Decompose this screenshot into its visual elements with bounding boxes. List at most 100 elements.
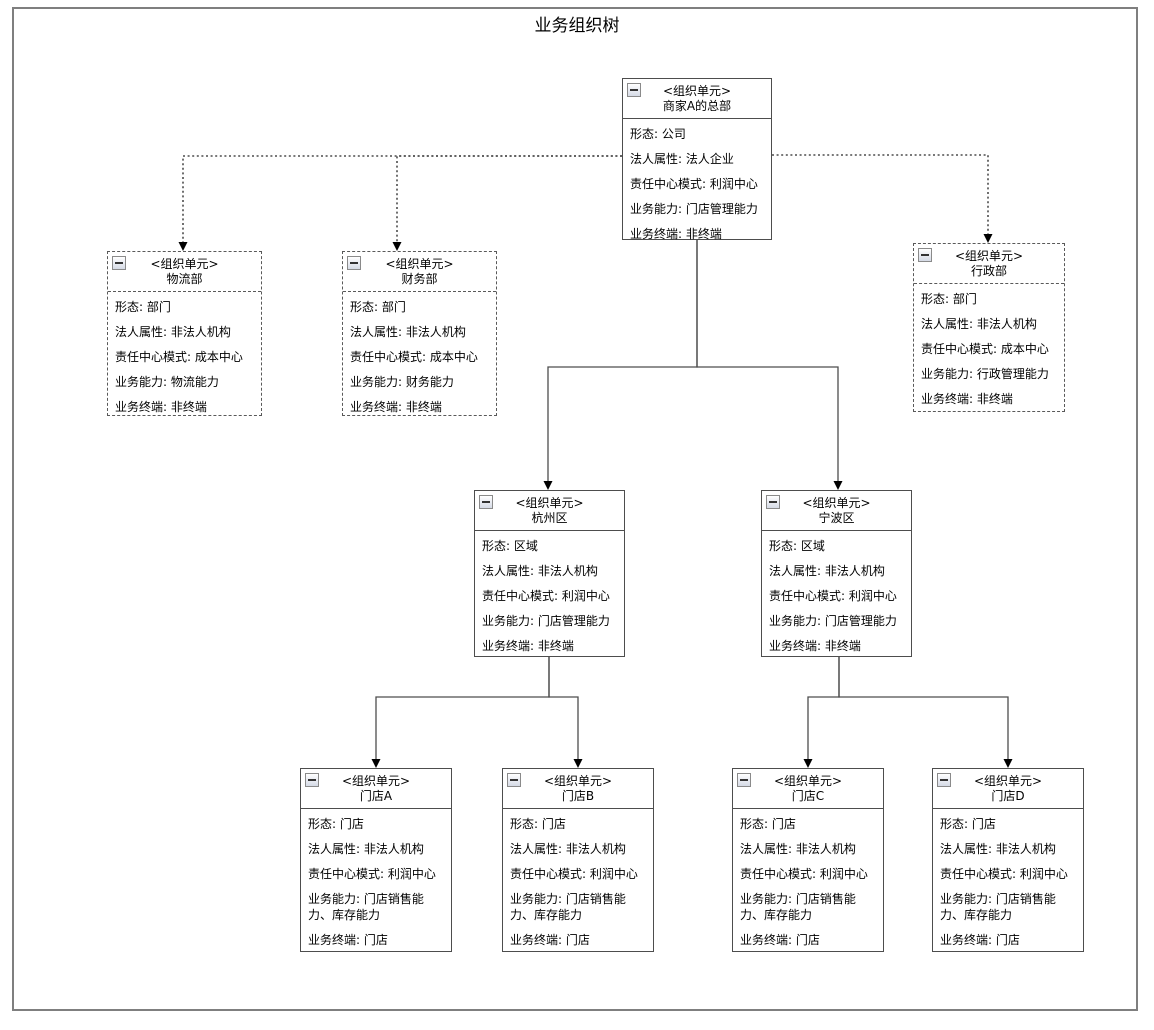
node-stereotype: <组织单元> bbox=[973, 774, 1043, 788]
node-attribute: 业务终端: 非终端 bbox=[630, 227, 722, 241]
node-name: 财务部 bbox=[401, 272, 438, 286]
node-attributes: 形态: 门店法人属性: 非法人机构责任中心模式: 利润中心业务能力: 门店销售能… bbox=[733, 809, 883, 948]
node-attribute: 业务终端: 非终端 bbox=[921, 392, 1013, 406]
node-header: <组织单元>宁波区 bbox=[762, 491, 911, 531]
collapse-icon[interactable] bbox=[766, 495, 780, 509]
node-attribute: 责任中心模式: 成本中心 bbox=[921, 342, 1049, 356]
node-attribute: 业务能力: 门店管理能力 bbox=[482, 614, 610, 628]
node-name: 门店D bbox=[991, 789, 1025, 803]
node-attribute: 责任中心模式: 利润中心 bbox=[940, 867, 1068, 881]
node-attribute: 业务能力: 门店销售能力、库存能力 bbox=[308, 892, 424, 922]
node-name: 物流部 bbox=[166, 272, 203, 286]
node-header: <组织单元>行政部 bbox=[914, 244, 1064, 284]
minus-glyph bbox=[740, 779, 748, 781]
node-attribute: 业务终端: 非终端 bbox=[350, 400, 442, 414]
org-node-finance[interactable]: <组织单元>财务部形态: 部门法人属性: 非法人机构责任中心模式: 成本中心业务… bbox=[342, 251, 497, 416]
node-attribute: 业务能力: 门店管理能力 bbox=[769, 614, 897, 628]
org-node-hangzhou[interactable]: <组织单元>杭州区形态: 区域法人属性: 非法人机构责任中心模式: 利润中心业务… bbox=[474, 490, 625, 657]
node-attribute: 形态: 区域 bbox=[769, 539, 825, 553]
org-node-logistics[interactable]: <组织单元>物流部形态: 部门法人属性: 非法人机构责任中心模式: 成本中心业务… bbox=[107, 251, 262, 416]
org-node-admin[interactable]: <组织单元>行政部形态: 部门法人属性: 非法人机构责任中心模式: 成本中心业务… bbox=[913, 243, 1065, 412]
node-attribute: 法人属性: 非法人机构 bbox=[350, 325, 466, 339]
node-attribute: 责任中心模式: 利润中心 bbox=[482, 589, 610, 603]
node-header: <组织单元>财务部 bbox=[343, 252, 496, 292]
node-attribute: 形态: 区域 bbox=[482, 539, 538, 553]
node-attribute: 形态: 门店 bbox=[940, 817, 996, 831]
node-attribute: 法人属性: 非法人机构 bbox=[482, 564, 598, 578]
node-attribute: 形态: 部门 bbox=[921, 292, 977, 306]
node-attributes: 形态: 门店法人属性: 非法人机构责任中心模式: 利润中心业务能力: 门店销售能… bbox=[933, 809, 1083, 948]
collapse-icon[interactable] bbox=[918, 248, 932, 262]
collapse-icon[interactable] bbox=[507, 773, 521, 787]
collapse-icon[interactable] bbox=[305, 773, 319, 787]
node-header: <组织单元>门店D bbox=[933, 769, 1083, 809]
node-attributes: 形态: 门店法人属性: 非法人机构责任中心模式: 利润中心业务能力: 门店销售能… bbox=[301, 809, 451, 948]
node-attribute: 形态: 部门 bbox=[115, 300, 171, 314]
minus-glyph bbox=[921, 254, 929, 256]
node-stereotype: <组织单元> bbox=[802, 496, 871, 510]
node-attribute: 业务终端: 门店 bbox=[940, 933, 1020, 947]
collapse-icon[interactable] bbox=[112, 256, 126, 270]
node-attribute: 形态: 门店 bbox=[740, 817, 796, 831]
node-attribute: 业务终端: 门店 bbox=[510, 933, 590, 947]
node-attribute: 业务能力: 财务能力 bbox=[350, 375, 454, 389]
collapse-icon[interactable] bbox=[479, 495, 493, 509]
org-node-ningbo[interactable]: <组织单元>宁波区形态: 区域法人属性: 非法人机构责任中心模式: 利润中心业务… bbox=[761, 490, 912, 657]
node-attribute: 法人属性: 非法人机构 bbox=[769, 564, 885, 578]
node-attribute: 业务终端: 非终端 bbox=[115, 400, 207, 414]
node-name: 门店A bbox=[359, 789, 393, 803]
node-attribute: 责任中心模式: 利润中心 bbox=[769, 589, 897, 603]
node-attribute: 业务终端: 非终端 bbox=[482, 639, 574, 653]
node-name: 商家A的总部 bbox=[662, 99, 732, 113]
node-stereotype: <组织单元> bbox=[543, 774, 613, 788]
node-attribute: 责任中心模式: 利润中心 bbox=[510, 867, 638, 881]
node-attributes: 形态: 部门法人属性: 非法人机构责任中心模式: 成本中心业务能力: 财务能力业… bbox=[343, 292, 496, 415]
node-name: 门店B bbox=[561, 789, 595, 803]
minus-glyph bbox=[769, 501, 777, 503]
diagram-title: 业务组织树 bbox=[534, 16, 620, 36]
node-stereotype: <组织单元> bbox=[515, 496, 584, 510]
collapse-icon[interactable] bbox=[937, 773, 951, 787]
node-attribute: 法人属性: 非法人机构 bbox=[740, 842, 856, 856]
node-attributes: 形态: 部门法人属性: 非法人机构责任中心模式: 成本中心业务能力: 行政管理能… bbox=[914, 284, 1064, 407]
node-attributes: 形态: 公司法人属性: 法人企业责任中心模式: 利润中心业务能力: 门店管理能力… bbox=[623, 119, 771, 242]
node-attribute: 形态: 部门 bbox=[350, 300, 406, 314]
org-node-hq[interactable]: <组织单元>商家A的总部形态: 公司法人属性: 法人企业责任中心模式: 利润中心… bbox=[622, 78, 772, 242]
node-attribute: 责任中心模式: 成本中心 bbox=[350, 350, 478, 364]
node-header: <组织单元>门店A bbox=[301, 769, 451, 809]
node-attribute: 形态: 门店 bbox=[510, 817, 566, 831]
node-attribute: 法人属性: 非法人机构 bbox=[921, 317, 1037, 331]
node-attribute: 业务能力: 门店销售能力、库存能力 bbox=[940, 892, 1056, 922]
node-attribute: 业务能力: 物流能力 bbox=[115, 375, 219, 389]
node-header: <组织单元>商家A的总部 bbox=[623, 79, 771, 119]
node-attribute: 业务终端: 门店 bbox=[740, 933, 820, 947]
node-attribute: 形态: 公司 bbox=[630, 127, 686, 141]
node-name: 杭州区 bbox=[531, 511, 568, 525]
minus-glyph bbox=[308, 779, 316, 781]
node-header: <组织单元>门店C bbox=[733, 769, 883, 809]
node-stereotype: <组织单元> bbox=[954, 249, 1024, 263]
collapse-icon[interactable] bbox=[627, 83, 641, 97]
minus-glyph bbox=[630, 89, 638, 91]
collapse-icon[interactable] bbox=[737, 773, 751, 787]
node-attributes: 形态: 部门法人属性: 非法人机构责任中心模式: 成本中心业务能力: 物流能力业… bbox=[108, 292, 261, 415]
node-attribute: 业务终端: 非终端 bbox=[769, 639, 861, 653]
node-header: <组织单元>杭州区 bbox=[475, 491, 624, 531]
node-attribute: 法人属性: 非法人机构 bbox=[115, 325, 231, 339]
node-attribute: 责任中心模式: 利润中心 bbox=[308, 867, 436, 881]
collapse-icon[interactable] bbox=[347, 256, 361, 270]
node-header: <组织单元>门店B bbox=[503, 769, 653, 809]
minus-glyph bbox=[940, 779, 948, 781]
minus-glyph bbox=[115, 262, 123, 264]
node-stereotype: <组织单元> bbox=[341, 774, 411, 788]
minus-glyph bbox=[482, 501, 490, 503]
node-name: 门店C bbox=[791, 789, 825, 803]
node-attribute: 责任中心模式: 成本中心 bbox=[115, 350, 243, 364]
node-name: 行政部 bbox=[970, 264, 1007, 278]
node-header: <组织单元>物流部 bbox=[108, 252, 261, 292]
